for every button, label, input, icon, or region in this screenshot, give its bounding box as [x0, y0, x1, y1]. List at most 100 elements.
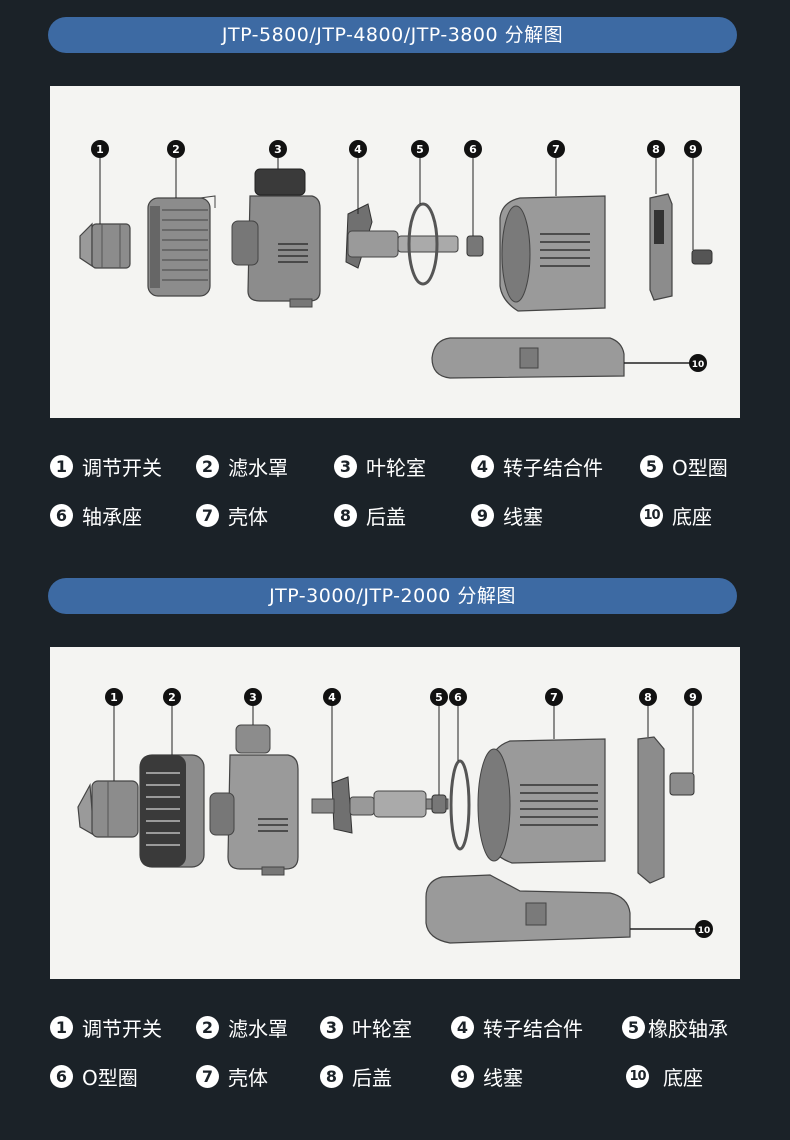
part-impeller-chamber: [231, 168, 321, 308]
callout-2: 2: [167, 140, 185, 198]
legend-number: 5: [640, 454, 663, 478]
legend-number: 1: [50, 454, 73, 478]
callout-3: 3: [244, 688, 262, 725]
section2-title-banner: JTP-3000/JTP-2000 分解图: [48, 578, 737, 614]
legend-item: 6 轴承座: [50, 500, 142, 530]
legend-number: 8: [320, 1064, 343, 1088]
section1-title: JTP-5800/JTP-4800/JTP-3800 分解图: [221, 24, 564, 46]
svg-text:9: 9: [689, 143, 697, 156]
part-base: [425, 874, 631, 944]
legend-label: 调节开关: [82, 455, 162, 480]
part-filter-cover: [147, 195, 216, 297]
legend-number: 10: [640, 503, 663, 527]
callout-5: 5: [411, 140, 429, 204]
legend-item: 9 线塞: [451, 1061, 523, 1091]
callout-8: 8: [647, 140, 665, 194]
legend-number: 10: [626, 1064, 649, 1088]
legend-label: O型圈: [82, 1065, 138, 1090]
section2-exploded-diagram: 1 2 3 4 5 6 7 8 9 10: [50, 647, 740, 979]
callout-7: 7: [547, 140, 565, 196]
svg-text:2: 2: [172, 143, 180, 156]
legend-label: 转子结合件: [483, 1016, 583, 1041]
svg-text:3: 3: [249, 691, 257, 704]
legend-number: 2: [196, 454, 219, 478]
legend-label: 后盖: [366, 504, 406, 529]
legend-item: 1 调节开关: [50, 1012, 162, 1042]
legend-item: 10 底座: [640, 500, 712, 530]
callout-2: 2: [163, 688, 181, 755]
part-housing: [499, 195, 606, 312]
callout-4: 4: [323, 688, 341, 783]
legend-label: 后盖: [352, 1065, 392, 1090]
svg-text:1: 1: [110, 691, 118, 704]
legend-number: 5: [622, 1015, 645, 1039]
legend-item: 7 壳体: [196, 1061, 268, 1091]
legend-label: 滤水罩: [228, 455, 288, 480]
legend-item: 9 线塞: [471, 500, 543, 530]
legend-item: 8 后盖: [320, 1061, 392, 1091]
callout-4: 4: [349, 140, 367, 214]
part-o-ring: [449, 759, 471, 851]
part-impeller-chamber: [209, 724, 299, 876]
svg-text:7: 7: [552, 143, 560, 156]
legend-label: 调节开关: [82, 1016, 162, 1041]
legend-label: 壳体: [228, 504, 268, 529]
legend-number: 9: [471, 503, 494, 527]
legend-number: 6: [50, 1064, 73, 1088]
part-back-cover: [637, 736, 665, 884]
svg-text:8: 8: [652, 143, 660, 156]
part-o-ring: [407, 202, 439, 286]
callout-9: 9: [684, 140, 702, 250]
legend-item: 2 滤水罩: [196, 451, 288, 481]
svg-text:6: 6: [469, 143, 477, 156]
section1-diagram-svg: 1 2 3 4 5 6 7 8 9 10: [79, 140, 713, 379]
part-adjust-switch: [77, 780, 139, 838]
part-rotor-assembly: [345, 203, 459, 269]
callout-7: 7: [545, 688, 563, 739]
part-cable-plug: [669, 772, 695, 796]
svg-text:6: 6: [454, 691, 462, 704]
legend-number: 7: [196, 503, 219, 527]
svg-text:8: 8: [644, 691, 652, 704]
svg-text:2: 2: [168, 691, 176, 704]
legend-number: 1: [50, 1015, 73, 1039]
legend-number: 6: [50, 503, 73, 527]
legend-label: 底座: [672, 504, 712, 529]
part-cable-plug: [691, 249, 713, 265]
svg-text:10: 10: [692, 360, 705, 370]
legend-number: 3: [334, 454, 357, 478]
svg-text:5: 5: [416, 143, 424, 156]
svg-text:10: 10: [698, 926, 711, 936]
legend-label: 滤水罩: [228, 1016, 288, 1041]
legend-label: 壳体: [228, 1065, 268, 1090]
part-rotor-assembly: [311, 776, 449, 834]
legend-label: 线塞: [503, 504, 543, 529]
legend-item: 4 转子结合件: [471, 451, 603, 481]
legend-number: 4: [471, 454, 494, 478]
legend-number: 7: [196, 1064, 219, 1088]
legend-number: 9: [451, 1064, 474, 1088]
section2-title: JTP-3000/JTP-2000 分解图: [269, 585, 516, 607]
callout-10: 10: [689, 354, 707, 372]
svg-text:9: 9: [689, 691, 697, 704]
legend-label: 叶轮室: [352, 1016, 412, 1041]
legend-label: 转子结合件: [503, 455, 603, 480]
callout-6: 6: [449, 688, 467, 761]
callout-5: 5: [430, 688, 448, 795]
svg-text:4: 4: [354, 143, 362, 156]
legend-item: 7 壳体: [196, 500, 268, 530]
legend-label: 线塞: [483, 1065, 523, 1090]
callout-8: 8: [639, 688, 657, 737]
callout-9: 9: [684, 688, 702, 773]
legend-label: 叶轮室: [366, 455, 426, 480]
callout-6: 6: [464, 140, 482, 236]
legend-item: 6 O型圈: [50, 1061, 138, 1091]
legend-label: 轴承座: [82, 504, 142, 529]
part-rubber-bearing: [431, 794, 447, 814]
section2-diagram-svg: 1 2 3 4 5 6 7 8 9 10: [77, 688, 713, 944]
